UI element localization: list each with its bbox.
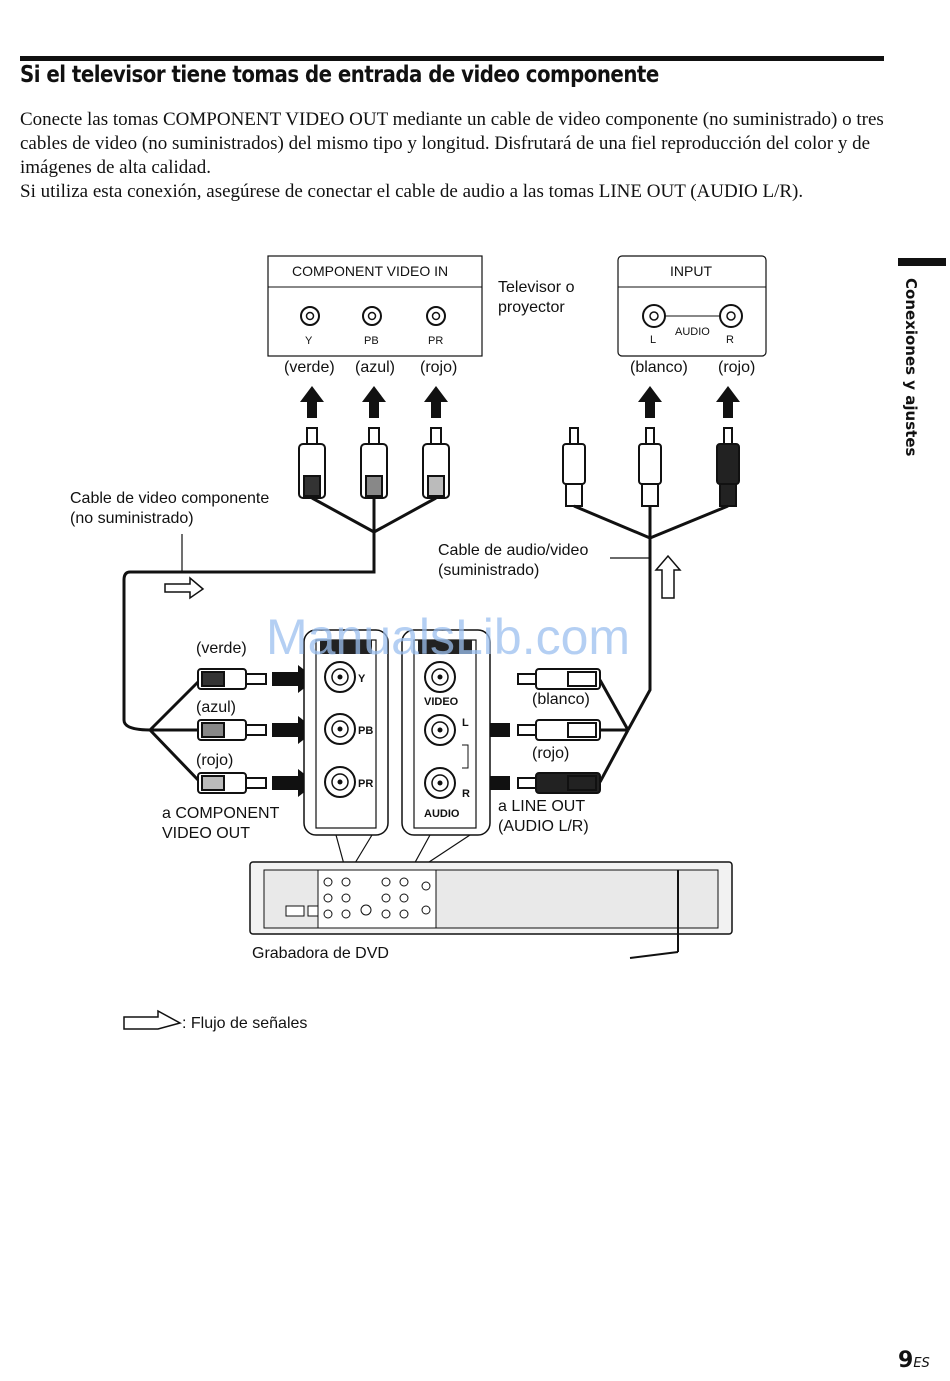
heading-rule: [20, 56, 884, 61]
up-arrow-pb: [362, 386, 386, 418]
right-blanco-label: (blanco): [532, 691, 590, 708]
tv-label-line1: Televisor o: [498, 279, 575, 296]
signal-flow-legend: : Flujo de señales: [182, 1015, 307, 1032]
plug-y-left: [197, 668, 267, 690]
component-out-panel: Y PB PR: [303, 629, 389, 836]
left-verde-label: (verde): [196, 640, 247, 657]
to-line-out-label-2: (AUDIO L/R): [498, 818, 589, 835]
up-arrows: [300, 386, 740, 418]
av-cable-label-1: Cable de audio/video: [438, 542, 588, 559]
component-cable-label-1: Cable de video componente: [70, 490, 269, 507]
dvd-recorder: [249, 861, 733, 959]
panel-jack-audio-l: [424, 714, 456, 746]
panel-jack-audio-r: [424, 767, 456, 799]
av-cable-label-2: (suministrado): [438, 562, 539, 579]
up-arrow-audio-l: [638, 386, 662, 418]
top-rojo-label: (rojo): [420, 359, 457, 376]
panel-video-label: VIDEO: [424, 696, 459, 708]
panel-jack-pb: [324, 713, 356, 745]
right-av-plugs: [517, 668, 601, 794]
tv-component-title: COMPONENT VIDEO IN: [292, 263, 448, 279]
watermark-text: ManualsLib.com: [266, 609, 630, 665]
tv-jack-pb-label: PB: [364, 335, 379, 347]
top-rojo2-label: (rojo): [718, 359, 755, 376]
panel-r-label: R: [462, 788, 470, 800]
line-out-panel: VIDEO L R AUDIO: [401, 629, 491, 836]
page-number: 9ES: [898, 1348, 930, 1373]
top-component-plugs: [298, 427, 450, 499]
av-branch-audio-r: [598, 729, 630, 783]
plug-pr-top: [422, 427, 450, 499]
plug-pb-left: [197, 719, 267, 741]
left-component-plugs: [197, 668, 267, 794]
av-branch-video: [598, 679, 630, 731]
panel-l-label: L: [462, 717, 469, 729]
component-cable-trunk: [122, 532, 376, 732]
panel-jack-y: [324, 661, 356, 693]
input-box-title: INPUT: [670, 263, 712, 279]
input-l-label: L: [650, 334, 656, 346]
side-tab-marker: [898, 258, 946, 266]
page-number-suffix: ES: [913, 1356, 930, 1371]
panel-jack-pr: [324, 766, 356, 798]
plug-pb-top: [360, 427, 388, 499]
tv-component-panel: [267, 255, 483, 357]
input-r-label: R: [726, 334, 734, 346]
section-heading: Si el televisor tiene tomas de entrada d…: [20, 62, 659, 88]
page-number-value: 9: [898, 1348, 914, 1373]
panel-jack-y-label: Y: [358, 673, 366, 685]
plug-video-right: [517, 668, 601, 690]
tv-jack-pb: [362, 306, 382, 326]
component-branch-pr: [148, 728, 202, 784]
right-rojo-label: (rojo): [532, 745, 569, 762]
flow-arrow-av: [654, 554, 682, 599]
flow-arrow-component: [164, 576, 205, 600]
plug-y-top: [298, 427, 326, 499]
to-component-label-2: VIDEO OUT: [162, 825, 250, 842]
tv-jack-y: [300, 306, 320, 326]
tv-input-panel: [617, 255, 767, 357]
plug-video-top: [562, 427, 586, 507]
top-av-plugs: [562, 427, 740, 507]
left-rojo-label: (rojo): [196, 752, 233, 769]
top-blanco-label: (blanco): [630, 359, 688, 376]
panel-audio-label: AUDIO: [424, 808, 460, 820]
input-audio-label: AUDIO: [675, 326, 710, 338]
panel-jack-video: [424, 661, 456, 693]
tv-jack-y-label: Y: [305, 335, 313, 347]
signal-flow-arrow-icon: [123, 1009, 182, 1030]
panel-audio-bracket: [462, 744, 469, 769]
up-arrow-y: [300, 386, 324, 418]
tv-jack-pr-label: PR: [428, 335, 443, 347]
to-component-label-1: a COMPONENT: [162, 805, 280, 822]
up-arrow-pr: [424, 386, 448, 418]
component-cable-label-2: (no suministrado): [70, 510, 194, 527]
plug-audio-l-right: [517, 719, 601, 741]
intro-paragraph: Conecte las tomas COMPONENT VIDEO OUT me…: [20, 109, 884, 178]
note-paragraph: Si utiliza esta conexión, asegúrese de c…: [20, 181, 804, 202]
plug-pr-left: [197, 772, 267, 794]
panel-jack-pr-label: PR: [358, 778, 373, 790]
panel-jack-pb-label: PB: [358, 725, 373, 737]
av-cable-trunk: [626, 506, 652, 731]
plug-audio-r-top: [716, 427, 740, 507]
plug-audio-l-top: [638, 427, 662, 507]
cables: [122, 496, 729, 784]
up-arrow-audio-r: [716, 386, 740, 418]
top-azul-label: (azul): [355, 359, 395, 376]
plug-audio-r-right: [517, 772, 601, 794]
top-verde-label: (verde): [284, 359, 335, 376]
tv-jack-pr: [426, 306, 446, 326]
component-branch-y: [148, 678, 202, 732]
to-line-out-label-1: a LINE OUT: [498, 798, 585, 815]
tv-label-line2: proyector: [498, 299, 565, 316]
left-azul-label: (azul): [196, 699, 236, 716]
recorder-label: Grabadora de DVD: [252, 945, 389, 962]
